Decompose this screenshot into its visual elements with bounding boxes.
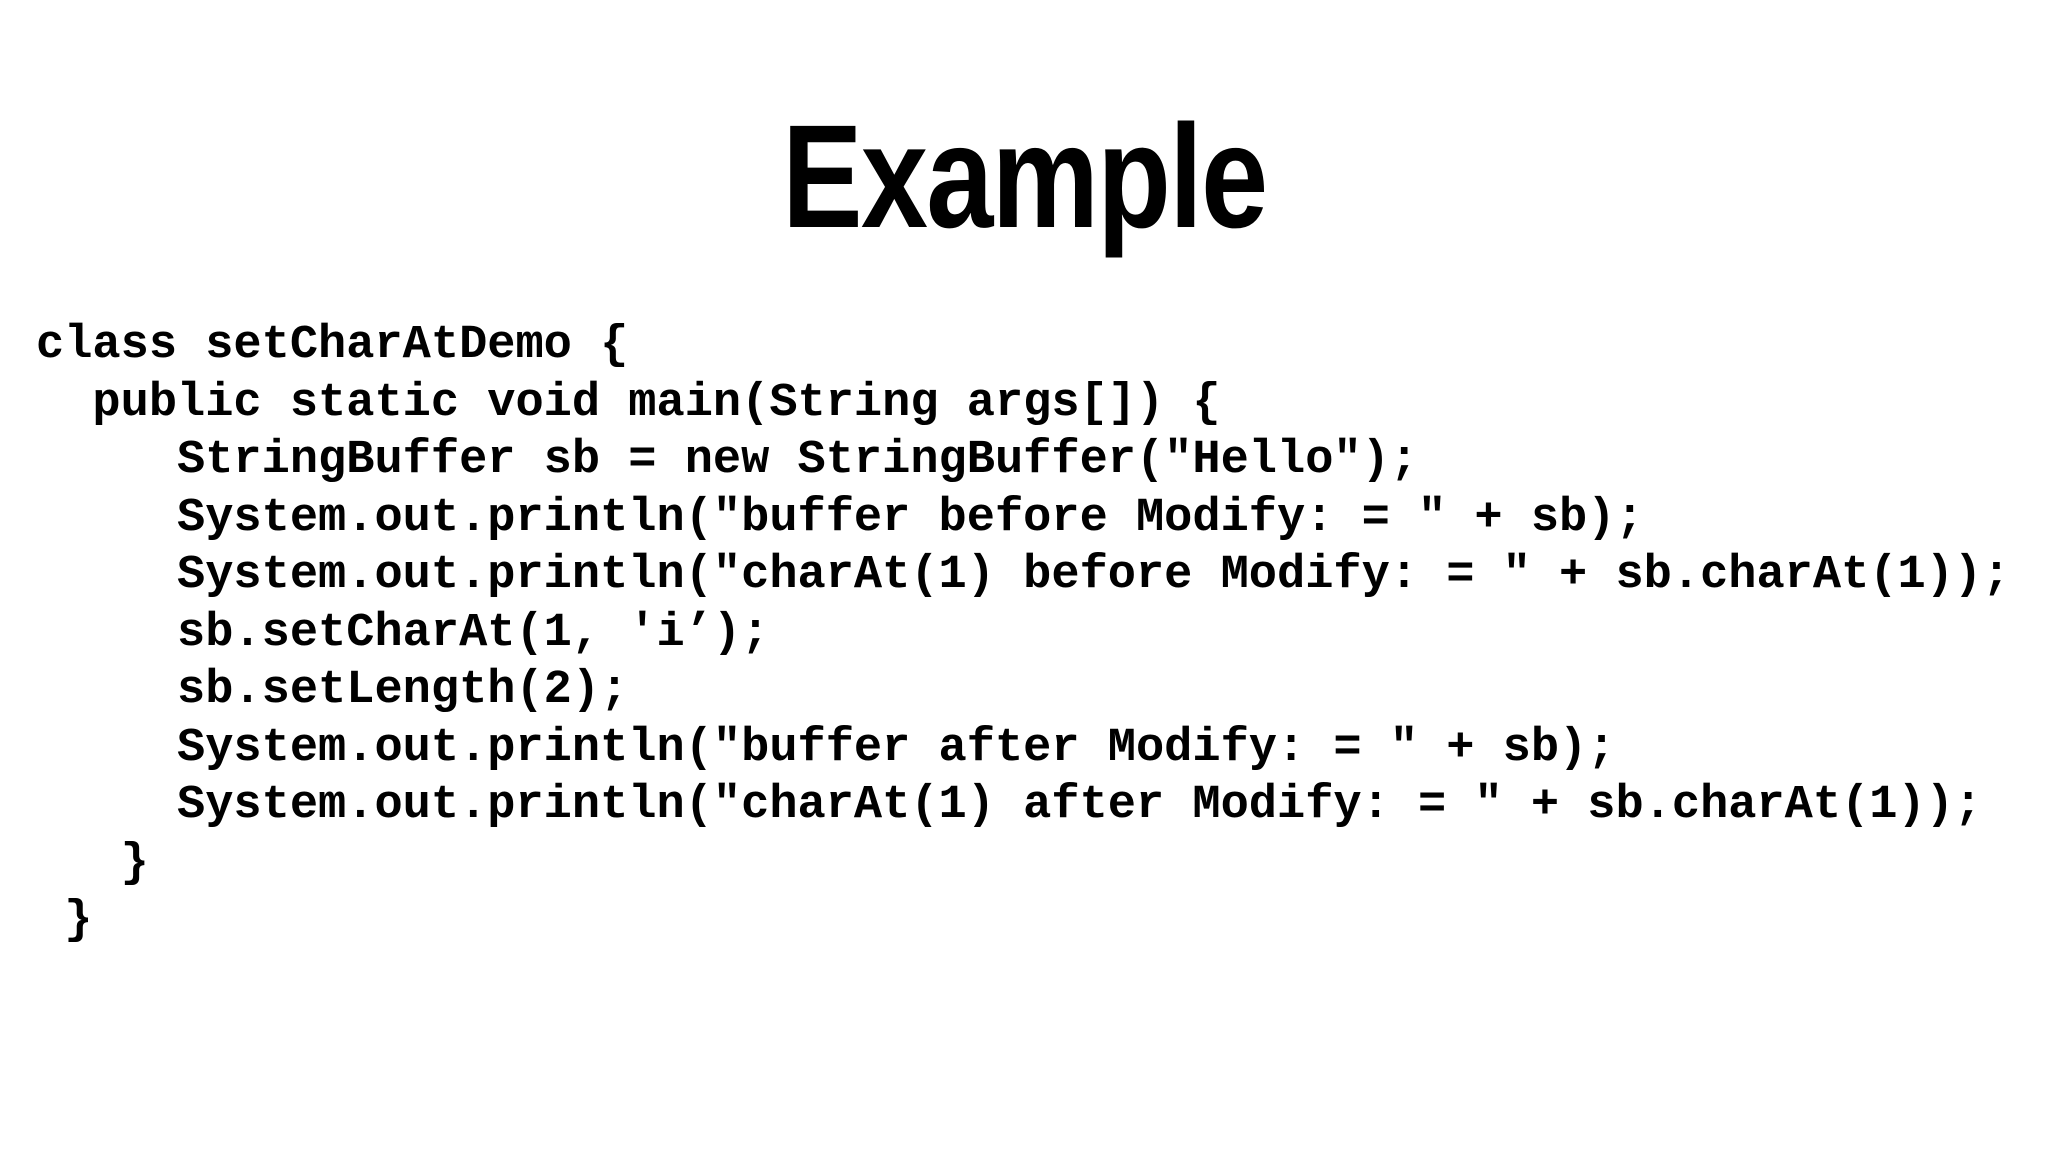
code-line: System.out.println("buffer before Modify… bbox=[36, 491, 1644, 545]
page-title: Example bbox=[0, 104, 2048, 251]
code-line: sb.setCharAt(1, 'i’); bbox=[36, 606, 770, 660]
code-line: public static void main(String args[]) { bbox=[36, 376, 1221, 430]
code-line: System.out.println("buffer after Modify:… bbox=[36, 721, 1616, 775]
code-line: } bbox=[36, 894, 93, 947]
code-line: class setCharAtDemo { bbox=[36, 319, 629, 372]
code-line: StringBuffer sb = new StringBuffer("Hell… bbox=[36, 434, 1419, 487]
code-block: class setCharAtDemo { public static void… bbox=[36, 317, 2010, 950]
code-line: System.out.println("charAt(1) after Modi… bbox=[36, 779, 1983, 832]
code-line: sb.setLength(2); bbox=[36, 664, 629, 717]
code-line: System.out.println("charAt(1) before Mod… bbox=[36, 549, 2011, 602]
code-line: } bbox=[36, 836, 149, 890]
page-title-text: Example bbox=[781, 95, 1268, 259]
